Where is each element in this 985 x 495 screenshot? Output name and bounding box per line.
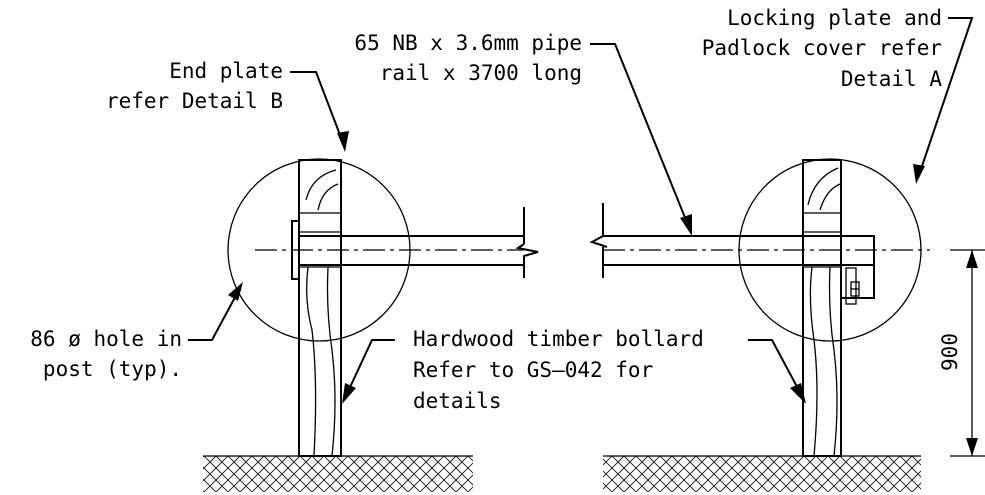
dimension-value: 900: [938, 333, 962, 371]
label-locking-plate-line2: Padlock cover refer: [702, 36, 942, 60]
dimension-900: 900: [938, 249, 985, 457]
left-pipe-rail: [299, 207, 539, 278]
detail-b-circle: [227, 158, 411, 342]
leader-locking-plate: [913, 17, 974, 184]
leader-bollard-left: [342, 339, 395, 404]
label-end-plate: End plate refer Detail B: [106, 59, 283, 113]
label-locking-plate-line1: Locking plate and: [727, 6, 942, 30]
label-end-plate-line1: End plate: [169, 59, 283, 83]
label-pipe-rail-line1: 65 NB x 3.6mm pipe: [354, 31, 582, 55]
label-hole-line1: 86 ø hole in: [30, 327, 182, 351]
label-hole: 86 ø hole in post (typ).: [30, 327, 182, 381]
label-bollard-line2: Refer to GS–042 for: [413, 358, 653, 382]
left-bollard-post: [298, 159, 342, 457]
leader-pipe-rail: [590, 43, 692, 236]
right-pipe-rail: [589, 203, 874, 278]
label-bollard-line3: details: [413, 389, 502, 413]
leader-bollard-right: [748, 339, 806, 404]
label-hole-line2: post (typ).: [43, 357, 182, 381]
ground-hatch-right: [603, 456, 921, 492]
leader-hole: [188, 282, 243, 341]
label-pipe-rail: 65 NB x 3.6mm pipe rail x 3700 long: [354, 31, 582, 85]
label-locking-plate-line3: Detail A: [841, 67, 943, 91]
label-bollard: Hardwood timber bollard Refer to GS–042 …: [413, 327, 704, 413]
label-bollard-line1: Hardwood timber bollard: [413, 327, 704, 351]
right-bollard-post: [802, 159, 842, 457]
label-pipe-rail-line2: rail x 3700 long: [380, 61, 582, 85]
locking-plate-padlock-cover: [840, 235, 875, 305]
leader-end-plate: [290, 71, 349, 152]
label-end-plate-line2: refer Detail B: [106, 89, 283, 113]
ground-hatch-left: [203, 456, 473, 492]
detail-a-circle: [738, 158, 922, 342]
label-locking-plate: Locking plate and Padlock cover refer De…: [702, 6, 943, 91]
